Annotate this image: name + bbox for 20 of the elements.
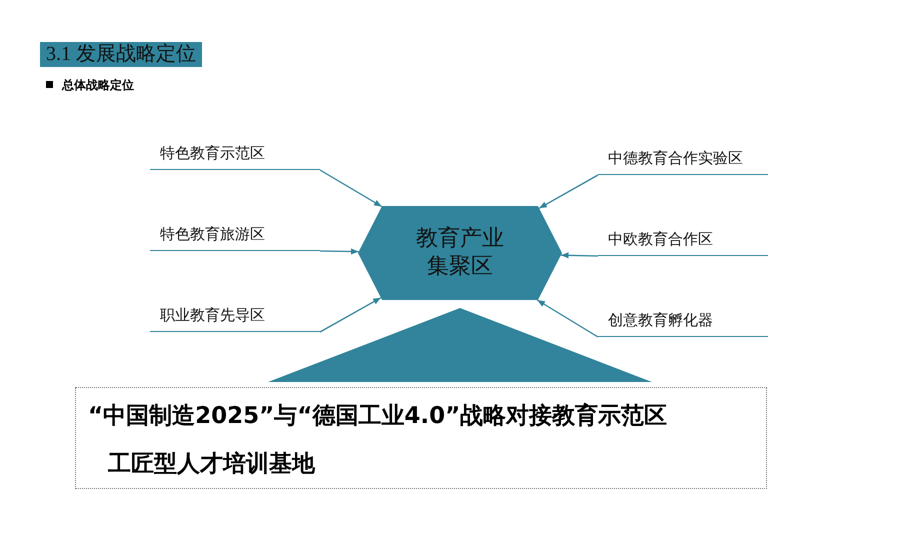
text-box bbox=[75, 387, 767, 489]
zone-label: 特色教育示范区 bbox=[150, 143, 320, 170]
subheading: 总体战略定位 bbox=[62, 77, 134, 94]
arrow bbox=[536, 299, 598, 338]
node-label: 教育产业集聚区 bbox=[415, 225, 505, 281]
arrow bbox=[538, 174, 598, 209]
hexagon-node bbox=[358, 206, 562, 300]
arrow bbox=[320, 297, 382, 333]
arrow bbox=[320, 169, 382, 208]
zone-label: 中欧教育合作区 bbox=[598, 229, 768, 256]
zone-label: 特色教育旅游区 bbox=[150, 224, 320, 251]
zone-label: 中德教育合作实验区 bbox=[598, 148, 768, 175]
triangle-shape bbox=[268, 308, 652, 382]
statement-text: 工匠型人才培训基地 bbox=[108, 450, 315, 479]
arrow bbox=[560, 252, 598, 258]
section-heading: 3.1 发展战略定位 bbox=[40, 42, 202, 67]
zone-label: 职业教育先导区 bbox=[150, 305, 320, 332]
arrow bbox=[320, 248, 359, 255]
statement-text: “中国制造2025”与“德国工业4.0”战略对接教育示范区 bbox=[88, 402, 668, 431]
zone-label: 创意教育孵化器 bbox=[598, 310, 768, 337]
